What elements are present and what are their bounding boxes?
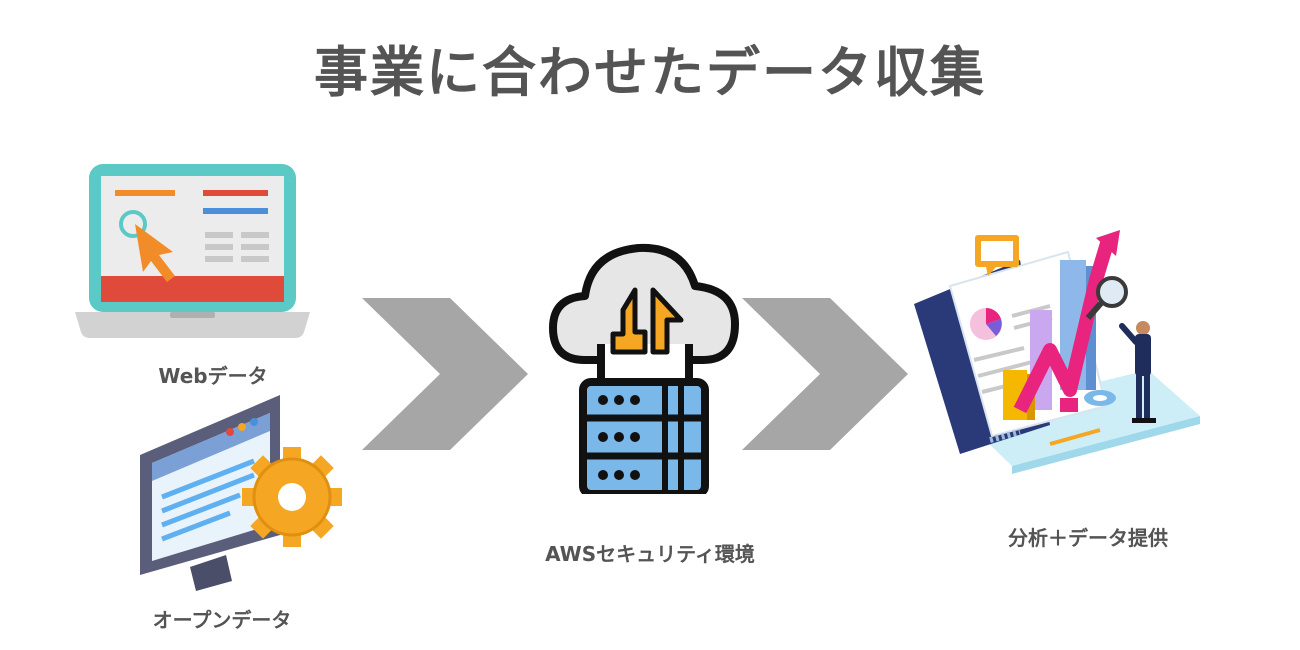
- web-data-label: Webデータ: [158, 364, 268, 388]
- cloud-server-icon: [549, 243, 739, 494]
- analytics-dashboard-icon: [914, 230, 1200, 474]
- page-title: 事業に合わせたデータ収集: [314, 41, 986, 104]
- chevron-right-icon: [362, 298, 528, 450]
- laptop-icon: [75, 164, 310, 338]
- open-data-label: オープンデータ: [152, 608, 292, 632]
- analysis-label: 分析＋データ提供: [1008, 526, 1168, 550]
- aws-environment-label: AWSセキュリティ環境: [545, 542, 755, 566]
- chevron-right-icon: [742, 298, 908, 450]
- monitor-gear-icon: [140, 395, 342, 591]
